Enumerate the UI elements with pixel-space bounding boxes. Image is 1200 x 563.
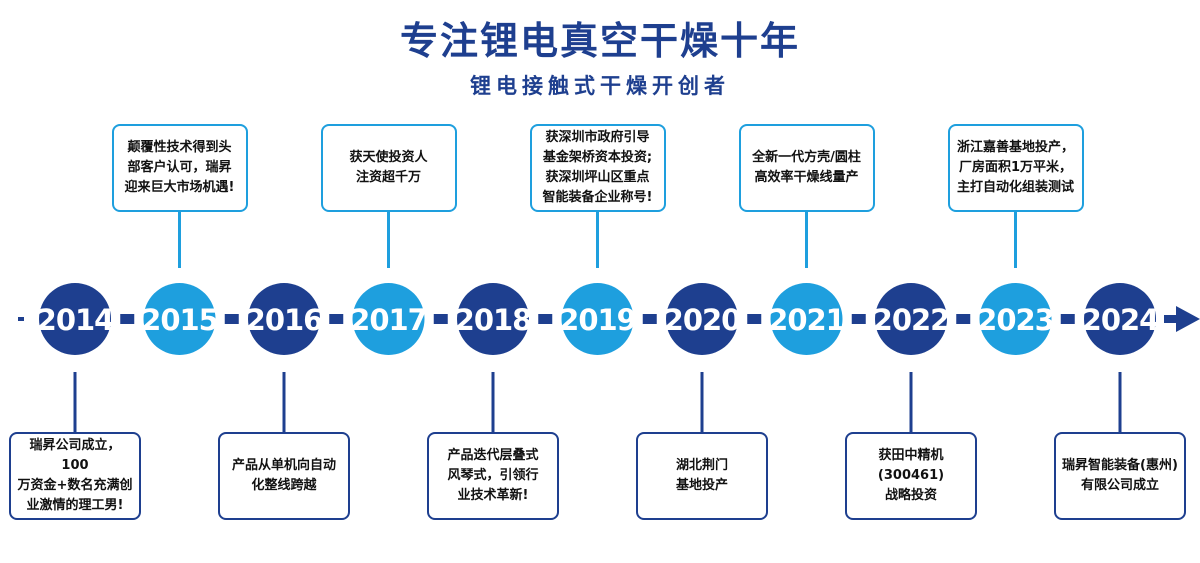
year-circle-2024 (1084, 283, 1156, 355)
year-circle-2018 (457, 283, 529, 355)
year-label-2020: 2020 (664, 303, 741, 337)
year-circle-2015 (143, 283, 216, 355)
timeline-connector (851, 314, 866, 324)
year-label-2015: 2015 (141, 303, 218, 337)
event-box-2014: 瑞昇公司成立，100 万资金+数名充满创 业激情的理工男! (9, 432, 141, 520)
event-text: 获天使投资人 注资超千万 (349, 150, 428, 185)
timeline-arrow-icon (1176, 306, 1200, 332)
event-box-2017: 获天使投资人 注资超千万 (320, 124, 457, 212)
timeline-connector (747, 314, 762, 324)
timeline-connector (642, 314, 657, 324)
timeline-arrow-shaft (1164, 315, 1178, 323)
year-label-2014: 2014 (37, 303, 114, 337)
event-text: 湖北荆门 基地投产 (675, 458, 728, 493)
event-box-2023: 浙江嘉善基地投产， 厂房面积1万平米， 主打自动化组装测试 (947, 124, 1084, 212)
event-text: 产品迭代层叠式 风琴式，引领行 业技术革新! (447, 448, 539, 503)
event-box-2024: 瑞昇智能装备(惠州) 有限公司成立 (1054, 432, 1186, 520)
event-text: 颠覆性技术得到头 部客户认可，瑞昇 迎来巨大市场机遇! (124, 140, 235, 195)
year-label-2018: 2018 (455, 303, 532, 337)
timeline-connector (120, 314, 135, 324)
year-circle-2014 (39, 283, 111, 355)
year-circle-2022 (875, 283, 947, 355)
year-label-2024: 2024 (1082, 303, 1159, 337)
event-box-2018: 产品迭代层叠式 风琴式，引领行 业技术革新! (427, 432, 559, 520)
timeline-connector (224, 314, 239, 324)
event-box-2019: 获深圳市政府引导 基金架桥资本投资; 获深圳坪山区重点 智能装备企业称号! (529, 124, 666, 212)
year-circle-2019 (561, 283, 634, 355)
year-label-2023: 2023 (977, 303, 1054, 337)
timeline-connector (538, 314, 553, 324)
event-text: 获深圳市政府引导 基金架桥资本投资; 获深圳坪山区重点 智能装备企业称号! (542, 130, 653, 205)
event-box-2021: 全新一代方壳/圆柱 高效率干燥线量产 (738, 124, 875, 212)
timeline-start-mark (18, 317, 24, 321)
year-label-2022: 2022 (873, 303, 950, 337)
page-subtitle: 锂电接触式干燥开创者 (470, 74, 730, 98)
year-circle-2023 (979, 283, 1052, 355)
page-title: 专注锂电真空干燥十年 (399, 19, 800, 63)
year-circle-2016 (248, 283, 320, 355)
timeline-connector (433, 314, 448, 324)
year-circle-2017 (352, 283, 425, 355)
year-label-2017: 2017 (350, 303, 427, 337)
year-label-2016: 2016 (246, 303, 323, 337)
event-text: 浙江嘉善基地投产， 厂房面积1万平米， 主打自动化组装测试 (956, 140, 1074, 195)
year-circle-2021 (770, 283, 843, 355)
event-text: 获田中精机 (300461) 战略投资 (877, 448, 945, 503)
event-text: 瑞昇智能装备(惠州) 有限公司成立 (1062, 458, 1178, 493)
timeline-connector (329, 314, 344, 324)
timeline-connector (956, 314, 971, 324)
year-circle-2020 (666, 283, 738, 355)
timeline-connector (1060, 314, 1075, 324)
event-box-2020: 湖北荆门 基地投产 (636, 432, 768, 520)
event-text: 全新一代方壳/圆柱 高效率干燥线量产 (752, 150, 861, 185)
event-box-2022: 获田中精机 (300461) 战略投资 (845, 432, 977, 520)
event-box-2016: 产品从单机向自动 化整线跨越 (218, 432, 350, 520)
year-label-2019: 2019 (559, 303, 636, 337)
event-box-2015: 颠覆性技术得到头 部客户认可，瑞昇 迎来巨大市场机遇! (111, 124, 248, 212)
event-text: 瑞昇公司成立，100 万资金+数名充满创 业激情的理工男! (17, 438, 133, 513)
event-text: 产品从单机向自动 化整线跨越 (231, 458, 336, 493)
year-label-2021: 2021 (768, 303, 845, 337)
